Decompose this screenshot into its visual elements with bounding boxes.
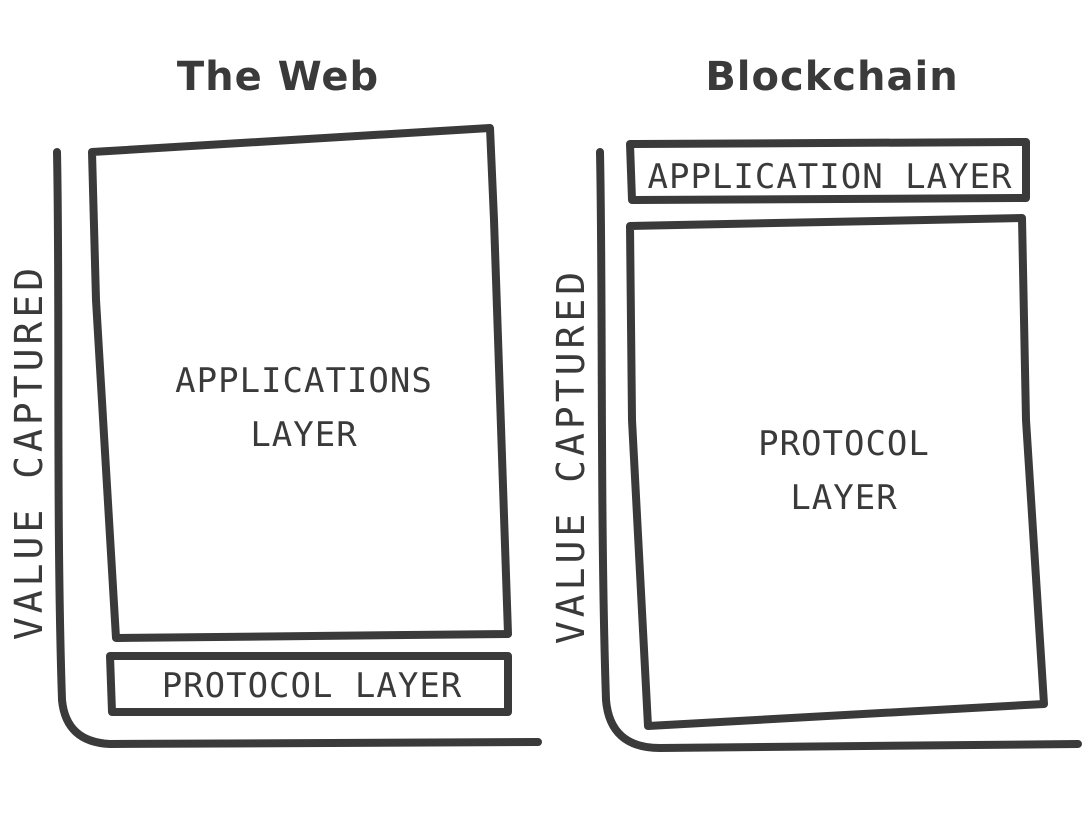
axis-line-the-web — [53, 148, 542, 748]
axis-label-the-web: VALUE CAPTURED — [7, 264, 51, 640]
application-layer-box-blockchain — [626, 138, 1030, 204]
application-layer-label-blockchain: APPLICATION LAYER — [648, 157, 1013, 197]
applications-layer-label-line-1: APPLICATIONS — [175, 361, 433, 401]
protocol-layer-label-the-web: PROTOCOL LAYER — [162, 666, 463, 706]
panel-the-web: The Web VALUE CAPTURED APPLICATIONS LAYE… — [7, 54, 542, 748]
axis-line-blockchain — [596, 148, 1082, 752]
applications-layer-box — [88, 124, 512, 642]
axis-label-blockchain: VALUE CAPTURED — [549, 268, 593, 644]
protocol-layer-box-the-web — [106, 652, 512, 716]
panel-blockchain: Blockchain VALUE CAPTURED APPLICATION LA… — [549, 54, 1082, 752]
protocol-layer-label-line-2: LAYER — [790, 478, 897, 518]
panel-title-blockchain: Blockchain — [705, 54, 958, 100]
panel-title-the-web: The Web — [177, 54, 379, 100]
protocol-layer-label-line-1: PROTOCOL — [758, 424, 930, 464]
applications-layer-label-line-2: LAYER — [250, 415, 357, 455]
protocol-layer-box-blockchain — [626, 214, 1048, 730]
